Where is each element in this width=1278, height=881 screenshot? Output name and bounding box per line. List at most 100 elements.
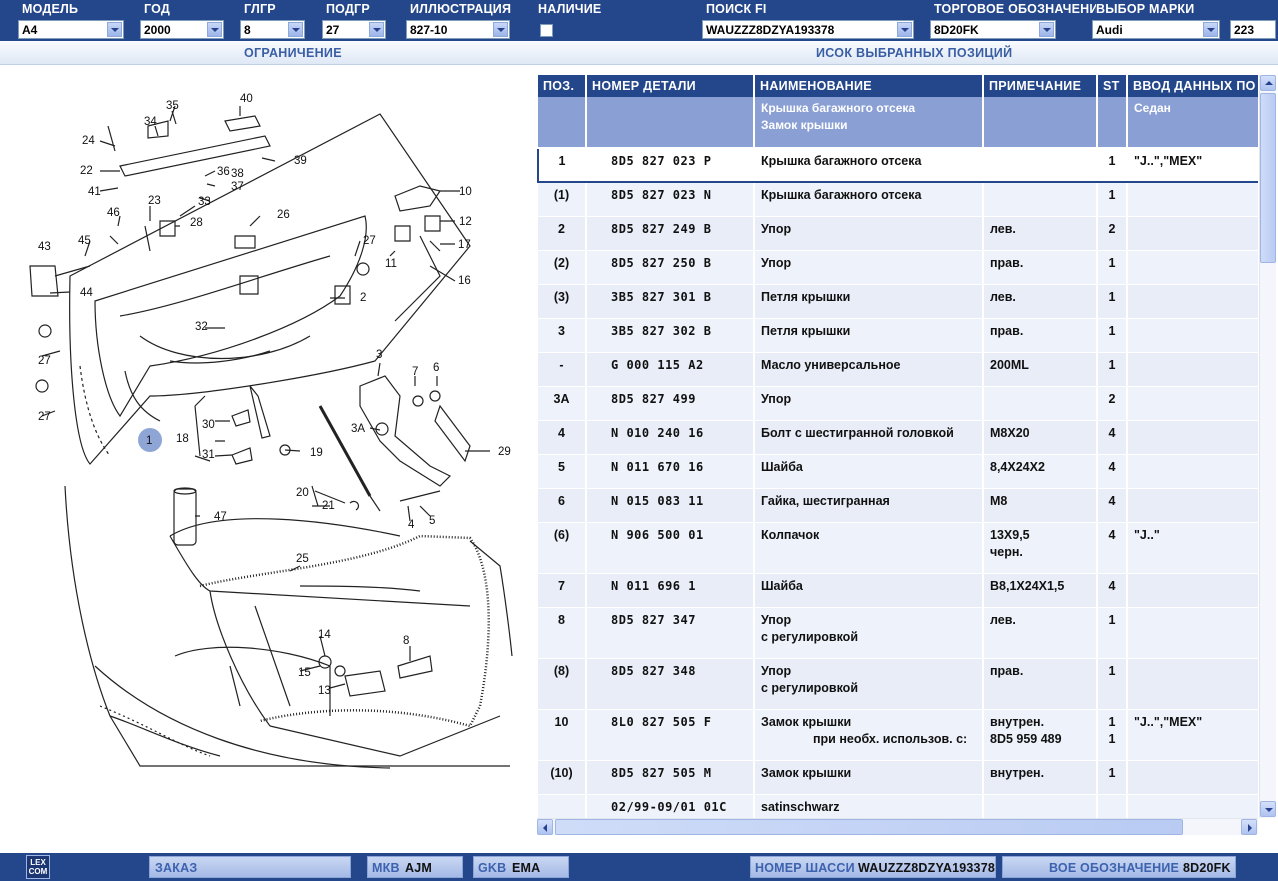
- vertical-scroll-thumb[interactable]: [1260, 93, 1276, 263]
- callout-label-40[interactable]: 40: [240, 93, 253, 105]
- horizontal-scroll-thumb[interactable]: [555, 819, 1183, 835]
- callout-label-18[interactable]: 18: [176, 433, 189, 445]
- callout-label-23[interactable]: 23: [148, 195, 161, 207]
- callout-label-7[interactable]: 7: [412, 366, 418, 378]
- callout-label-1[interactable]: 1: [146, 435, 152, 447]
- callout-label-6[interactable]: 6: [433, 362, 439, 374]
- column-header-position[interactable]: ПОЗ.: [538, 75, 587, 97]
- brand-code-field[interactable]: 223: [1230, 20, 1276, 39]
- callout-label-14[interactable]: 14: [318, 629, 331, 641]
- callout-label-11[interactable]: 11: [385, 258, 397, 270]
- callout-label-41[interactable]: 41: [88, 186, 101, 198]
- status-order-box[interactable]: ЗАКАЗ: [149, 856, 351, 878]
- callout-label-31[interactable]: 31: [202, 449, 215, 461]
- callout-label-36[interactable]: 36: [217, 166, 230, 178]
- illustration-select[interactable]: 827-10: [406, 20, 510, 39]
- column-header-note[interactable]: ПРИМЕЧАНИЕ: [983, 75, 1098, 97]
- callout-label-32[interactable]: 32: [195, 321, 208, 333]
- callout-label-24[interactable]: 24: [82, 135, 95, 147]
- trade-designation-select[interactable]: 8D20FK: [930, 20, 1056, 39]
- callout-label-10[interactable]: 10: [459, 186, 472, 198]
- horizontal-scrollbar[interactable]: [537, 818, 1258, 835]
- chevron-down-icon[interactable]: [493, 22, 508, 37]
- callout-label-12[interactable]: 12: [459, 216, 472, 228]
- chevron-down-icon[interactable]: [288, 22, 303, 37]
- callout-label-3[interactable]: 3: [376, 349, 382, 361]
- column-header-name[interactable]: НАИМЕНОВАНИЕ: [754, 75, 984, 97]
- callout-label-5[interactable]: 5: [429, 515, 435, 527]
- callout-label-33[interactable]: 33: [198, 196, 211, 208]
- scroll-left-button[interactable]: [537, 819, 553, 835]
- callout-label-16[interactable]: 16: [458, 275, 471, 287]
- sub-group-select[interactable]: 27: [322, 20, 386, 39]
- callout-label-2[interactable]: 2: [360, 292, 366, 304]
- callout-label-43[interactable]: 43: [38, 241, 51, 253]
- callout-label-39[interactable]: 39: [294, 155, 307, 167]
- column-header-quantity[interactable]: ST: [1097, 75, 1128, 97]
- column-header-part-number[interactable]: НОМЕР ДЕТАЛИ: [586, 75, 755, 97]
- year-select[interactable]: 2000: [140, 20, 224, 39]
- model-select[interactable]: A4: [18, 20, 124, 39]
- callout-label-17[interactable]: 17: [458, 239, 471, 251]
- availability-checkbox[interactable]: [540, 24, 553, 37]
- callout-label-35[interactable]: 35: [166, 100, 179, 112]
- callout-label-46[interactable]: 46: [107, 207, 120, 219]
- callout-label-15[interactable]: 15: [298, 667, 311, 679]
- callout-label-37[interactable]: 37: [231, 181, 244, 193]
- callout-label-47[interactable]: 47: [214, 511, 227, 523]
- scroll-down-button[interactable]: [1260, 801, 1276, 817]
- callout-label-26[interactable]: 26: [277, 209, 290, 221]
- chevron-down-icon[interactable]: [1039, 22, 1054, 37]
- callout-label-30[interactable]: 30: [202, 419, 215, 431]
- callout-label-38[interactable]: 38: [231, 168, 244, 180]
- callout-label-20[interactable]: 20: [296, 487, 309, 499]
- callout-label-45[interactable]: 45: [78, 235, 91, 247]
- column-header-data-entry[interactable]: ВВОД ДАННЫХ ПО: [1127, 75, 1258, 97]
- scroll-up-button[interactable]: [1260, 75, 1276, 91]
- chevron-down-icon[interactable]: [107, 22, 122, 37]
- callout-label-27b[interactable]: 27: [38, 355, 51, 367]
- tab-restriction[interactable]: ОГРАНИЧЕНИЕ: [244, 46, 342, 60]
- chevron-down-icon[interactable]: [1203, 22, 1218, 37]
- callout-label-27a[interactable]: 27: [363, 235, 376, 247]
- callout-label-34[interactable]: 34: [144, 116, 157, 128]
- callout-label-19[interactable]: 19: [310, 447, 323, 459]
- brand-select[interactable]: Audi: [1092, 20, 1220, 39]
- chevron-down-icon[interactable]: [207, 22, 222, 37]
- callout-label-25[interactable]: 25: [296, 553, 309, 565]
- scroll-right-button[interactable]: [1241, 819, 1257, 835]
- chevron-down-icon[interactable]: [369, 22, 384, 37]
- callout-label-44[interactable]: 44: [80, 287, 93, 299]
- callout-label-4[interactable]: 4: [408, 519, 415, 531]
- callout-label-13[interactable]: 13: [318, 685, 331, 697]
- chevron-down-icon[interactable]: [897, 22, 912, 37]
- callout-label-22[interactable]: 22: [80, 165, 93, 177]
- main-group-select[interactable]: 8: [240, 20, 305, 39]
- callout-label-21[interactable]: 21: [322, 500, 335, 512]
- vin-search-select[interactable]: WAUZZZ8DZYA193378: [702, 20, 914, 39]
- vertical-scrollbar[interactable]: [1259, 75, 1276, 818]
- callout-label-8[interactable]: 8: [403, 635, 409, 647]
- callout-label-3a[interactable]: 3A: [351, 423, 365, 435]
- callout-label-27c[interactable]: 27: [38, 411, 51, 423]
- callout-label-28[interactable]: 28: [190, 217, 203, 229]
- callout-1-highlight[interactable]: [138, 428, 162, 452]
